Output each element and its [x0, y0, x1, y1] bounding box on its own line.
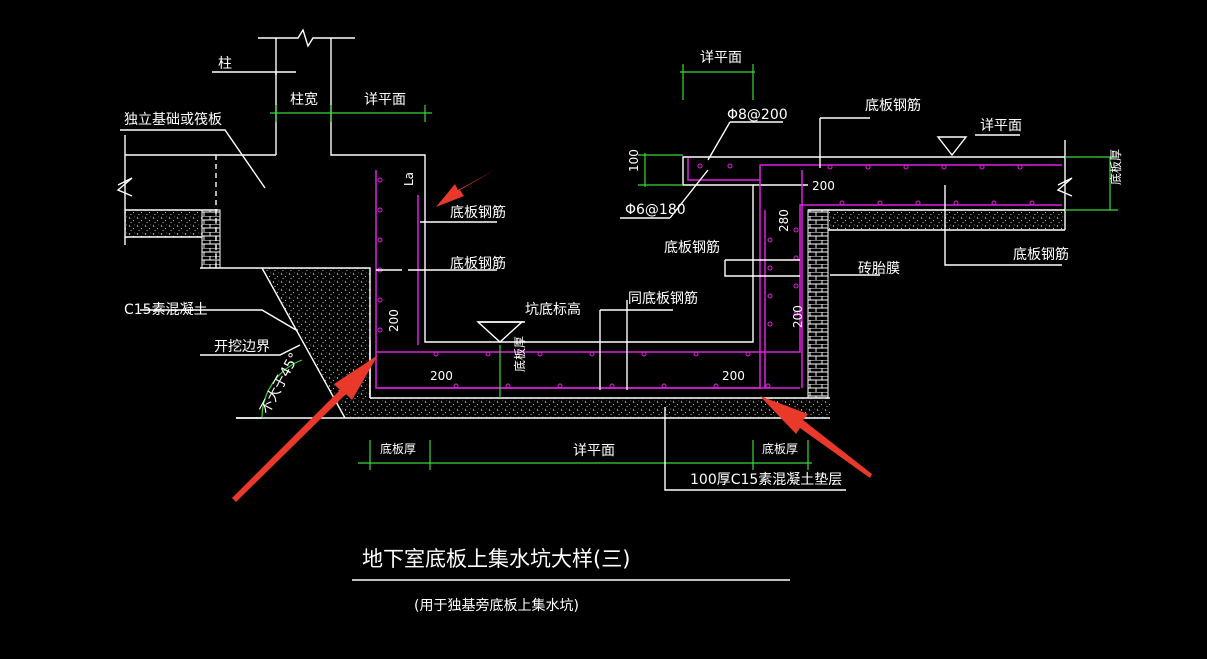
rebar-section-dot [767, 293, 773, 299]
title-sub: (用于独基旁底板上集水坑) [414, 597, 579, 614]
red-arrow-right [760, 396, 872, 478]
concrete-fills [125, 210, 1065, 418]
rebar-lines [375, 158, 1062, 389]
rebar-section-dot [765, 383, 771, 389]
label-see-plan-top: 详平面 [700, 50, 742, 66]
rebar-section-dot [537, 351, 543, 357]
rebar-section-dot [793, 227, 799, 233]
rebar-section-dot [877, 200, 883, 206]
angle-arc [236, 359, 303, 419]
label-slab-rebar-top: 底板钢筋 [865, 97, 921, 114]
rebar-section-dot [991, 200, 997, 206]
rebar-section-dot [793, 311, 799, 317]
title-block: 地下室底板上集水坑大样(三) (用于独基旁底板上集水坑) [352, 547, 790, 614]
rebar-section-dot [557, 383, 563, 389]
rebar-section-dot [609, 383, 615, 389]
elevation-markers [476, 136, 968, 343]
rebar-section-dot [793, 283, 799, 289]
rebar-section-dot [1029, 200, 1035, 206]
label-column-width: 柱宽 [290, 91, 318, 108]
label-la: La [402, 172, 416, 186]
label-dim-280: 280 [777, 209, 791, 232]
label-dim-200-left: 200 [387, 309, 401, 332]
red-arrow-left [232, 355, 378, 502]
leader-lines [120, 71, 1062, 491]
label-slab-rebar-1: 底板钢筋 [450, 204, 506, 221]
brick-walls [201, 209, 829, 399]
label-slab-rebar-mid: 底板钢筋 [664, 239, 720, 256]
label-cushion: 100厚C15素混凝土垫层 [690, 472, 842, 488]
label-pit-bottom: 坑底标高 [525, 301, 581, 318]
rebar-section-dot [727, 163, 733, 169]
dimension-lines [270, 64, 1118, 470]
rebar-section-dot [505, 383, 511, 389]
rebar-section-dot [915, 200, 921, 206]
label-rebar-phi8: Φ8@200 [727, 107, 788, 123]
rebar-section-dot [377, 327, 383, 333]
red-arrow-top [436, 170, 495, 207]
rebar-section-dot [979, 164, 985, 170]
label-bottom-see-plan: 详平面 [573, 443, 615, 459]
annotation-arrows [232, 170, 872, 502]
rebar-dots [377, 163, 1035, 389]
rebar-section-dot [485, 351, 491, 357]
label-dim-200-right: 200 [791, 305, 805, 328]
rebar-section-dot [941, 164, 947, 170]
label-foundation: 独立基础或筏板 [124, 111, 222, 128]
rebar-section-dot [953, 200, 959, 206]
rebar-section-dot [661, 383, 667, 389]
label-dim-200-bottom-right: 200 [722, 369, 745, 383]
structure-outline [116, 28, 1073, 419]
label-see-plan-right: 详平面 [980, 118, 1022, 134]
label-excavation: 开挖边界 [214, 339, 270, 355]
rebar-section-dot [827, 164, 833, 170]
rebar-section-dot [697, 163, 703, 169]
rebar-section-dot [1017, 164, 1023, 170]
label-see-plan-1: 详平面 [364, 92, 406, 108]
label-angle: 不大于45° [257, 350, 303, 417]
label-brick-mold: 砖胎膜 [858, 261, 900, 277]
label-dim-200-bottom-left: 200 [430, 369, 453, 383]
rebar-section-dot [377, 177, 383, 183]
rebar-section-dot [767, 237, 773, 243]
rebar-section-dot [713, 383, 719, 389]
rebar-section-dot [453, 383, 459, 389]
label-c15: C15素混凝土 [124, 302, 208, 318]
rebar-section-dot [767, 321, 773, 327]
label-dim-200-right-top: 200 [812, 179, 835, 193]
title-main: 地下室底板上集水坑大样(三) [362, 547, 630, 571]
rebar-section-dot [377, 297, 383, 303]
label-bottom-slab-thick-left: 底板厚 [380, 441, 416, 456]
label-slab-rebar-2: 底板钢筋 [450, 255, 506, 272]
label-slab-rebar-right: 底板钢筋 [1013, 246, 1069, 263]
rebar-section-dot [377, 237, 383, 243]
rebar-section-dot [641, 351, 647, 357]
rebar-section-dot [903, 164, 909, 170]
label-slab-thick-right: 底板厚 [1108, 149, 1123, 185]
rebar-section-dot [865, 164, 871, 170]
rebar-section-dot [377, 207, 383, 213]
label-column: 柱 [218, 56, 232, 72]
label-slab-thick-vertical: 底板厚 [512, 336, 527, 372]
label-same-slab-rebar: 同底板钢筋 [628, 290, 698, 307]
rebar-section-dot [839, 200, 845, 206]
label-bottom-slab-thick-right: 底板厚 [762, 441, 798, 456]
rebar-section-dot [767, 265, 773, 271]
rebar-section-dot [589, 351, 595, 357]
rebar-section-dot [745, 351, 751, 357]
label-dim-100: 100 [627, 149, 641, 172]
rebar-section-dot [693, 351, 699, 357]
rebar-section-dot [433, 351, 439, 357]
label-phi6: Φ6@180 [625, 202, 686, 218]
